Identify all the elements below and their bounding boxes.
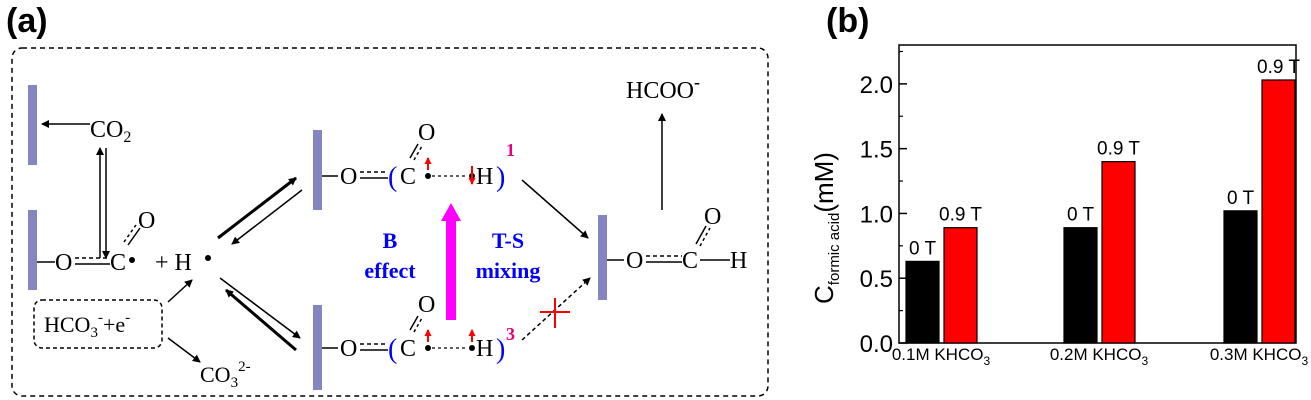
- blocked-arrow: [521, 277, 591, 341]
- c-atom: C: [400, 336, 416, 362]
- triplet-label: 3: [506, 324, 515, 344]
- o-atom: O: [418, 120, 435, 146]
- arrow: [225, 288, 297, 352]
- o-atom: O: [340, 164, 357, 190]
- scheme-frame: [11, 47, 769, 397]
- o-atom: O: [340, 336, 357, 362]
- electrode-bar: [28, 85, 37, 165]
- hco3-box: [33, 299, 163, 349]
- c-atom: C: [400, 164, 416, 190]
- electrode-bar: [28, 210, 37, 290]
- bar: [943, 227, 978, 344]
- co3-label: CO32-: [200, 359, 251, 391]
- reaction-scheme: CO2 O C O + H HCO3-+e- CO32- O ( C O H )…: [11, 47, 769, 397]
- electrode-bar: [598, 215, 607, 300]
- y-tick-label: 2.0: [860, 72, 893, 99]
- c-atom: C: [110, 250, 126, 276]
- y-tick-label: 1.0: [860, 201, 893, 228]
- h-atom: H: [730, 248, 747, 274]
- arrow: [167, 337, 201, 363]
- bar-data-label: 0.9 T: [1257, 57, 1300, 78]
- bar: [1261, 79, 1296, 344]
- bar: [905, 260, 940, 344]
- bar-chart: Cformic acid(mM) 0.00.51.01.52.00 T0.9 T…: [811, 44, 1309, 368]
- bar-data-label: 0 T: [909, 238, 937, 259]
- c-atom: C: [682, 248, 698, 274]
- x-category-label: 0.2M KHCO3: [1050, 345, 1149, 368]
- panel-a-label: (a): [6, 2, 48, 40]
- ts-mixing-label: T-S: [492, 228, 524, 253]
- bar-data-label: 0.9 T: [939, 205, 982, 226]
- hcoo-label: HCOO-: [626, 72, 700, 104]
- o-atom: O: [138, 208, 155, 234]
- y-tick-label: 0.0: [860, 331, 893, 358]
- co2-label: CO2: [90, 117, 131, 146]
- h-atom: H: [476, 164, 493, 190]
- bar-data-label: 0.9 T: [1097, 139, 1140, 160]
- electrode-bar: [313, 305, 322, 390]
- paren-open: (: [388, 162, 397, 193]
- x-category-label: 0.1M KHCO3: [892, 345, 991, 368]
- x-category-label: 0.3M KHCO3: [1210, 345, 1309, 368]
- plus-h-radical: + H: [155, 250, 192, 276]
- bar: [1101, 161, 1136, 344]
- arrow: [167, 279, 193, 303]
- paren-close: ): [496, 162, 505, 193]
- arrow: [219, 277, 301, 339]
- bar-data-label: 0 T: [1067, 205, 1095, 226]
- y-tick-label: 0.5: [860, 266, 893, 293]
- paren-open: (: [388, 334, 397, 365]
- arrow: [217, 176, 297, 240]
- b-effect-label: effect: [364, 258, 416, 283]
- o-atom: O: [55, 250, 72, 276]
- bar-data-label: 0 T: [1227, 188, 1255, 209]
- electrode-bar: [313, 130, 322, 210]
- bar: [1223, 210, 1258, 344]
- hco3-label: HCO3-+e-: [44, 310, 130, 341]
- ts-mixing-label: mixing: [476, 258, 541, 283]
- o-atom: O: [704, 204, 721, 230]
- y-axis-label: Cformic acid(mM): [811, 152, 843, 304]
- o-atom: O: [626, 248, 643, 274]
- bar: [1063, 227, 1098, 344]
- arrow: [231, 189, 303, 245]
- arrow: [521, 179, 589, 239]
- h-atom: H: [476, 336, 493, 362]
- b-effect-label: B: [383, 228, 398, 253]
- paren-close: ): [496, 334, 505, 365]
- panel-b-label: (b): [826, 2, 870, 40]
- o-atom: O: [418, 292, 435, 318]
- singlet-label: 1: [506, 140, 515, 160]
- y-tick-label: 1.5: [860, 137, 893, 164]
